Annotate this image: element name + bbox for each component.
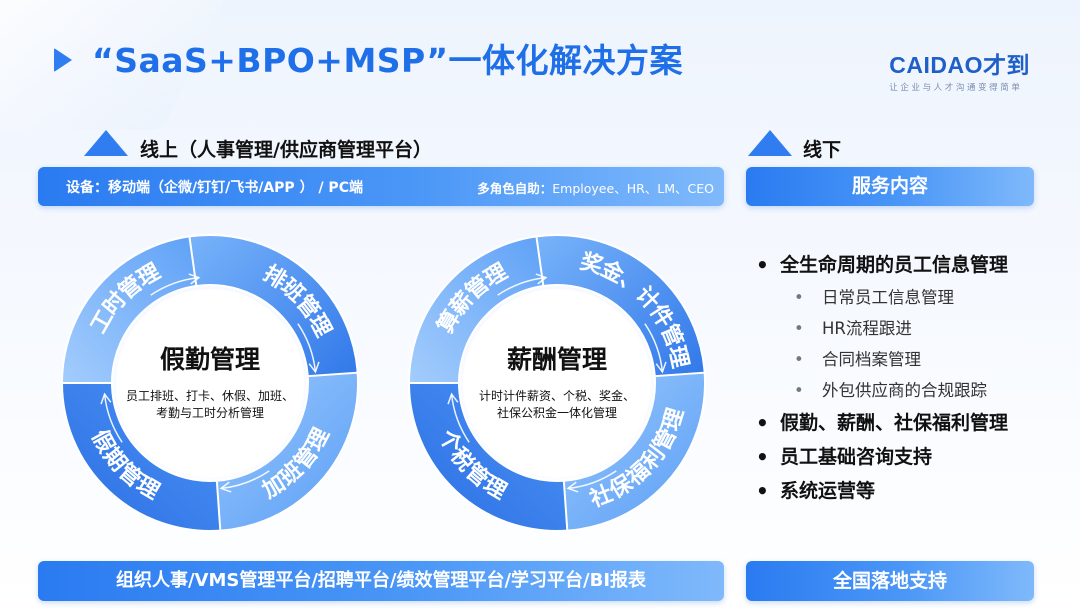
devices-text: 移动端（企微/钉钉/飞书/APP ） / PC端 <box>108 180 363 196</box>
play-arrow-icon <box>54 48 72 72</box>
platforms-bar: 组织人事/VMS管理平台/招聘平台/绩效管理平台/学习平台/BI报表 <box>38 561 724 601</box>
service-subitem: HR流程跟进 <box>754 315 1064 346</box>
left_ring-flow-arrow-icon <box>150 276 199 296</box>
left-ring-title: 假勤管理 <box>160 345 260 374</box>
devices-info: 设备：移动端（企微/钉钉/飞书/APP ） / PC端 <box>66 177 363 197</box>
service-item: 全生命周期的员工信息管理 <box>754 250 1064 284</box>
devices-label: 设备： <box>66 180 108 196</box>
left_ring-arrowhead-icon <box>100 392 112 405</box>
right_ring-arrowhead-icon <box>566 481 579 493</box>
page-title: “SaaS+BPO+MSP”一体化解决方案 <box>92 41 684 80</box>
right_ring-segment <box>407 382 569 532</box>
right-ring-title: 薪酬管理 <box>507 345 607 374</box>
right_ring-arrowhead-icon <box>447 392 459 405</box>
right_ring-arrowhead-icon <box>655 361 667 374</box>
logo-slogan: 让企业与人才沟通变得简单 <box>889 83 1023 93</box>
roles-info: 多角色自助：Employee、HR、LM、CEO <box>477 178 714 197</box>
service-subitem: 合同档案管理 <box>754 346 1064 377</box>
left_ring-flow-arrow-icon <box>221 470 270 490</box>
right_ring-flow-arrow-icon <box>497 276 546 296</box>
nationwide-support-bar: 全国落地支持 <box>746 561 1034 601</box>
right-ring-desc-1: 计时计件薪资、个税、奖金、 <box>479 388 635 403</box>
service-item: 假勤、薪酬、社保福利管理 <box>754 408 1064 442</box>
left_ring-flow-arrow-icon <box>103 394 123 443</box>
devices-bar: 设备：移动端（企微/钉钉/飞书/APP ） / PC端 多角色自助：Employ… <box>38 167 724 206</box>
online-section-label: 线上（人事管理/供应商管理平台） <box>140 139 432 161</box>
service-content-bar: 服务内容 <box>746 167 1034 206</box>
company-logo: CAIDAO才到 让企业与人才沟通变得简单 <box>889 46 1030 93</box>
left_ring-segment <box>60 382 222 532</box>
service-subitem: 外包供应商的合规跟踪 <box>754 377 1064 408</box>
service-list: 全生命周期的员工信息管理日常员工信息管理HR流程跟进合同档案管理外包供应商的合规… <box>754 250 1064 510</box>
module-rings-diagram: 工时管理排班管理加班管理假期管理 假勤管理 员工排班、打卡、休假、加班、 考勤与… <box>60 234 706 532</box>
offline-section-label: 线下 <box>803 139 842 161</box>
left-ring-desc-2: 考勤与工时分析管理 <box>156 405 264 420</box>
right_ring-arrowhead-icon <box>535 273 548 285</box>
right-ring-desc-2: 社保公积金一体化管理 <box>497 405 617 420</box>
right_ring-flow-arrow-icon <box>644 323 664 372</box>
left-ring: 工时管理排班管理加班管理假期管理 假勤管理 员工排班、打卡、休假、加班、 考勤与… <box>60 234 359 532</box>
roles-label: 多角色自助： <box>477 181 553 196</box>
logo-wordmark: CAIDAO才到 <box>889 52 1030 78</box>
roles-text: Employee、HR、LM、CEO <box>552 181 714 196</box>
right-ring-center <box>463 289 651 477</box>
left_ring-arrowhead-icon <box>219 481 232 493</box>
left-ring-desc-1: 员工排班、打卡、休假、加班、 <box>126 389 294 403</box>
right_ring-flow-arrow-icon <box>450 394 470 443</box>
right-ring: 算薪管理奖金、计件管理社保福利管理个税管理 薪酬管理 计时计件薪资、个税、奖金、… <box>407 234 706 532</box>
service-item: 员工基础咨询支持 <box>754 442 1064 476</box>
online-triangle-icon <box>84 130 128 156</box>
left_ring-arrowhead-icon <box>308 361 320 374</box>
left_ring-flow-arrow-icon <box>297 323 317 372</box>
service-subitem: 日常员工信息管理 <box>754 284 1064 315</box>
left_ring-arrowhead-icon <box>188 273 201 285</box>
right_ring-flow-arrow-icon <box>568 470 617 490</box>
left-ring-center <box>116 289 304 477</box>
offline-triangle-icon <box>748 130 792 156</box>
service-item: 系统运营等 <box>754 476 1064 510</box>
